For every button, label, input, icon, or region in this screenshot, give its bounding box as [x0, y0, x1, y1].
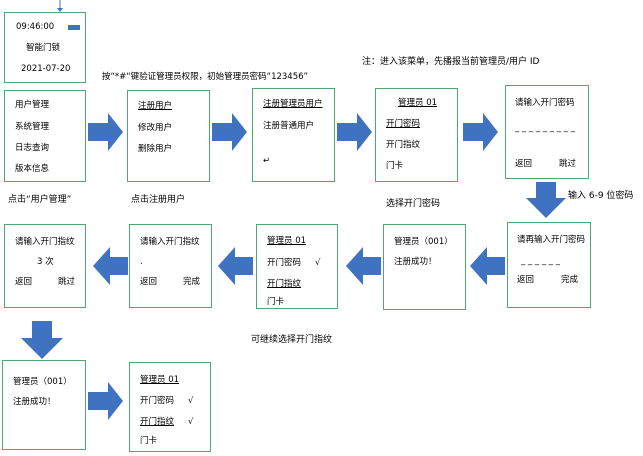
admin-item-password[interactable]: 开门密码 — [140, 396, 175, 406]
admin-id: 管理员（001） — [13, 377, 72, 387]
admin-menu-screen: 管理员 01 开门密码 开门指纹 门卡 — [375, 88, 458, 182]
admin-title: 管理员 01 — [267, 236, 307, 246]
caption-input-digits: 输入 6-9 位密码 — [568, 191, 634, 201]
success-screen-2: 管理员（001） 注册成功！ — [2, 360, 86, 450]
caption-continue-fingerprint: 可继续选择开门指纹 — [251, 335, 333, 345]
placeholder-dot: . — [140, 257, 143, 267]
skip-button[interactable]: 跳过 — [58, 277, 76, 287]
menu-item-user-mgmt[interactable]: 用户管理 — [15, 100, 50, 110]
fingerprint-check-icon: √ — [188, 417, 194, 427]
device-title: 智能门锁 — [26, 43, 61, 53]
password-prompt: 请输入开门密码 — [515, 98, 575, 108]
admin-status-screen-2: 管理员 01 开门密码 √ 开门指纹 √ 门卡 — [129, 362, 211, 452]
success-message: 注册成功！ — [13, 397, 56, 407]
menu-item-register-normal[interactable]: 注册普通用户 — [263, 121, 315, 131]
admin-item-fingerprint[interactable]: 开门指纹 — [386, 140, 421, 150]
register-menu-screen: 注册管理员用户 注册普通用户 ↵ — [252, 88, 335, 182]
menu-item-system-mgmt[interactable]: 系统管理 — [15, 122, 50, 132]
success-screen-1: 管理员（001） 注册成功！ — [383, 224, 466, 310]
menu-item-log-query[interactable]: 日志查询 — [15, 143, 50, 153]
fingerprint-input-screen: 请输入开门指纹 3 次 返回 跳过 — [4, 224, 86, 308]
arrow-right-4 — [463, 113, 498, 151]
done-button[interactable]: 完成 — [183, 277, 201, 287]
skip-button[interactable]: 跳过 — [559, 159, 577, 169]
admin-id: 管理员（001） — [394, 237, 453, 247]
caption-choose-password: 选择开门密码 — [386, 199, 441, 209]
success-message: 注册成功！ — [394, 257, 437, 267]
arrow-down-2 — [21, 321, 63, 359]
fingerprint-prompt: 请输入开门指纹 — [15, 237, 75, 247]
battery-icon — [68, 25, 80, 30]
back-button[interactable]: 返回 — [517, 275, 535, 285]
admin-item-fingerprint[interactable]: 开门指纹 — [267, 279, 302, 289]
menu-item-version[interactable]: 版本信息 — [15, 164, 50, 174]
arrow-left-4 — [93, 247, 128, 285]
fingerprint-prompt: 请输入开门指纹 — [140, 237, 200, 247]
admin-item-card[interactable]: 门卡 — [267, 297, 285, 307]
admin-item-card[interactable]: 门卡 — [386, 161, 404, 171]
time-text: 09:46:00 — [16, 22, 55, 32]
fingerprint-done-screen: 请输入开门指纹 . 返回 完成 — [129, 224, 212, 308]
caption-click-register: 点击注册用户 — [131, 195, 186, 205]
top-note: 注：进入该菜单，先播报当前管理员/用户 ID — [362, 57, 540, 67]
password-check-icon: √ — [315, 258, 321, 268]
arrow-right-5 — [88, 382, 123, 420]
cursor-glyph: ↵ — [263, 156, 271, 166]
main-menu-screen: 用户管理 系统管理 日志查询 版本信息 — [4, 90, 86, 182]
arrow-right-1 — [88, 113, 123, 151]
admin-item-fingerprint[interactable]: 开门指纹 — [140, 417, 175, 427]
user-menu-screen: 注册用户 修改用户 删除用户 — [127, 90, 210, 182]
arrow-left-3 — [218, 247, 253, 285]
reenter-prompt: 请再输入开门密码 — [517, 235, 586, 245]
menu-item-register[interactable]: 注册用户 — [138, 101, 173, 111]
arrow-right-3 — [337, 113, 372, 151]
admin-status-screen-1: 管理员 01 开门密码 √ 开门指纹 门卡 — [256, 224, 338, 309]
arrow-down-1 — [526, 182, 566, 218]
admin-item-card[interactable]: 门卡 — [140, 436, 158, 446]
back-button[interactable]: 返回 — [515, 159, 533, 169]
menu-item-delete[interactable]: 删除用户 — [138, 144, 173, 154]
menu-item-modify[interactable]: 修改用户 — [138, 123, 173, 133]
arrow-left-2 — [346, 247, 381, 285]
fingerprint-count: 3 次 — [37, 257, 54, 267]
arrow-right-2 — [212, 113, 247, 151]
password-check-icon: √ — [188, 396, 194, 406]
admin-title: 管理员 01 — [398, 98, 438, 108]
admin-item-password[interactable]: 开门密码 — [386, 119, 421, 129]
password-blank: _ _ _ _ _ _ _ _ _ — [515, 123, 575, 133]
password-reenter-screen: 请再输入开门密码 _ _ _ _ _ _ 返回 完成 — [507, 222, 591, 308]
menu-item-register-admin[interactable]: 注册管理员用户 — [263, 99, 323, 109]
password-input-screen: 请输入开门密码 _ _ _ _ _ _ _ _ _ 返回 跳过 — [505, 85, 589, 179]
reenter-blank: _ _ _ _ _ _ — [521, 256, 561, 266]
status-screen: 09:46:00 智能门锁 2021-07-20 — [4, 12, 86, 83]
date-text: 2021-07-20 — [21, 64, 71, 74]
admin-title: 管理员 01 — [140, 375, 180, 385]
done-button[interactable]: 完成 — [561, 275, 579, 285]
caption-click-user-mgmt: 点击“用户管理” — [8, 195, 72, 205]
admin-item-password[interactable]: 开门密码 — [267, 258, 302, 268]
verify-note: 按“*#“键验证管理员权限，初始管理员密码“123456” — [102, 72, 308, 82]
arrow-left-1 — [470, 247, 505, 285]
back-button[interactable]: 返回 — [140, 277, 158, 287]
back-button[interactable]: 返回 — [15, 277, 33, 287]
